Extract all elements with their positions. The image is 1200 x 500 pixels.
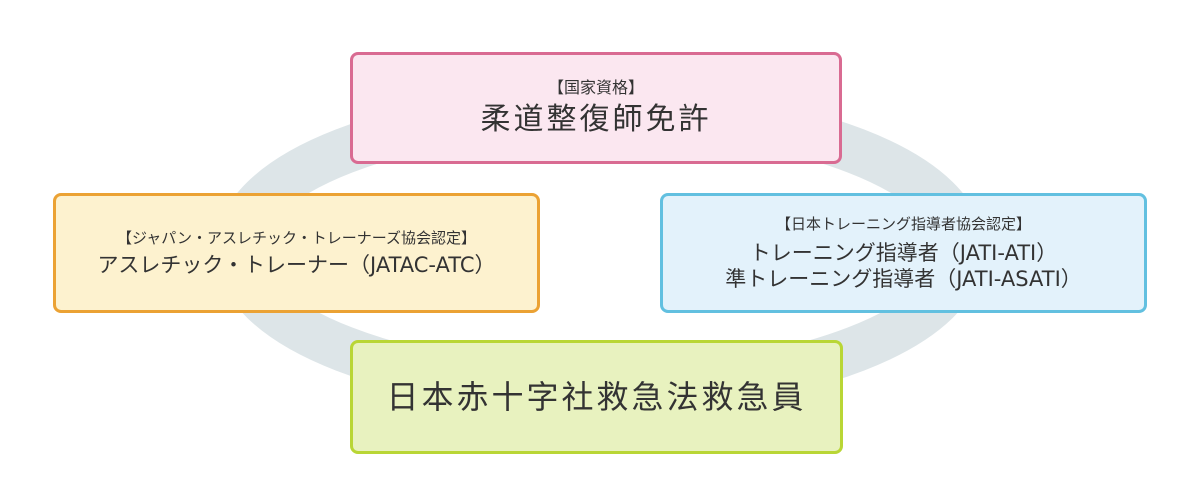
node-title: 柔道整復師免許 bbox=[480, 102, 712, 137]
node-category-label: 【国家資格】 bbox=[547, 78, 644, 97]
node-title-secondary: 準トレーニング指導者（JATI-ASATI） bbox=[725, 267, 1082, 291]
node-red-cross-first-aid: 日本赤十字社救急法救急員 bbox=[350, 340, 843, 454]
node-category-label: 【日本トレーニング指導者協会認定】 bbox=[775, 215, 1031, 233]
node-title: トレーニング指導者（JATI-ATI） bbox=[749, 241, 1058, 265]
node-category-label: 【ジャパン・アスレチック・トレーナーズ協会認定】 bbox=[117, 229, 476, 247]
node-title: アスレチック・トレーナー（JATAC-ATC） bbox=[97, 253, 496, 277]
node-training-instructor: 【日本トレーニング指導者協会認定】 トレーニング指導者（JATI-ATI） 準ト… bbox=[660, 193, 1147, 313]
node-athletic-trainer: 【ジャパン・アスレチック・トレーナーズ協会認定】 アスレチック・トレーナー（JA… bbox=[53, 193, 540, 313]
node-title: 日本赤十字社救急法救急員 bbox=[386, 378, 807, 416]
node-national-license: 【国家資格】 柔道整復師免許 bbox=[350, 52, 842, 164]
